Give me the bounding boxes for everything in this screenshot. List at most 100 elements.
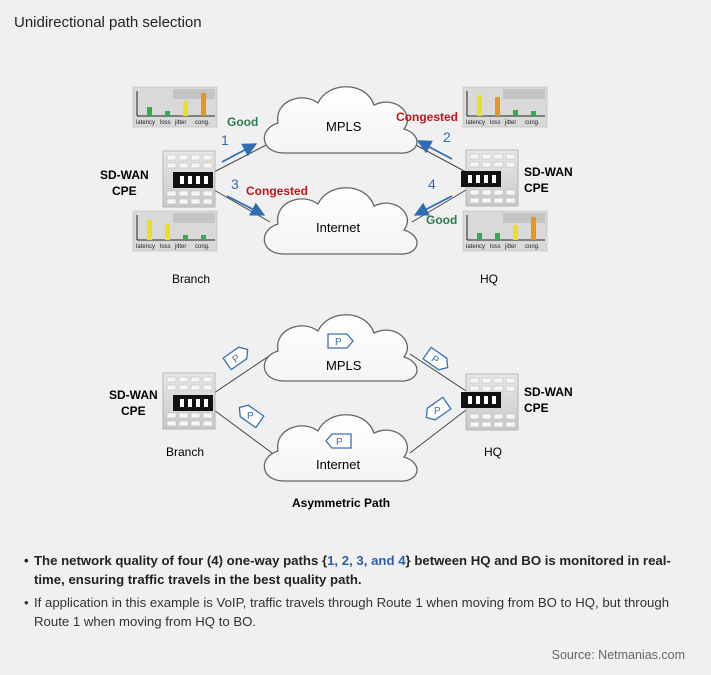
meter-3-latency-bar (147, 220, 152, 240)
meter-1-label-loss: loss (160, 120, 171, 126)
meter-3-label-loss: loss (160, 244, 171, 250)
meter-2-label-jitter: jitter (504, 120, 516, 126)
meter-4-label-loss: loss (490, 244, 501, 250)
route-3-status: Congested (246, 184, 308, 198)
packet-tag-internet-branch-label: P (247, 411, 254, 422)
internet-cloud-label: Internet (316, 220, 360, 235)
bottom-branch-cpe-device (173, 395, 213, 411)
quality-meter-route-2: latency loss jitter cong. (462, 86, 548, 128)
hq-cpe-label-line1: SD-WAN (524, 165, 573, 179)
bottom-internet-cloud-label: Internet (316, 457, 360, 472)
top-diagram: MPLS Internet SD-WAN CPE Branch SD-WAN C… (100, 86, 573, 286)
route-1-number: 1 (221, 132, 229, 148)
packet-tag-branch-mpls: P (222, 343, 253, 371)
bottom-hq-cpe-device (461, 392, 501, 408)
bottom-branch-cpe-label-line2: CPE (121, 404, 146, 418)
meter-4-jitter-bar (513, 225, 518, 240)
route-4-arrow (413, 195, 453, 216)
hq-site-label: HQ (480, 272, 498, 286)
route-3-arrow (226, 195, 266, 216)
meter-1-loss-bar (165, 111, 170, 116)
link-hq-mpls (411, 142, 467, 173)
bottom-link-branch-internet (213, 409, 273, 454)
bottom-link-hq-mpls (409, 353, 467, 392)
branch-cpe-label-line2: CPE (112, 184, 137, 198)
meter-2-latency-bar (477, 95, 482, 116)
meter-4-cong-bar (531, 217, 536, 240)
note-item-monitoring: The network quality of four (4) one-way … (24, 551, 694, 589)
meter-2-label-loss: loss (490, 120, 501, 126)
meter-1-latency-bar (147, 107, 152, 116)
route-3-number: 3 (231, 176, 239, 192)
route-2-number: 2 (443, 129, 451, 145)
packet-tag-label: P (335, 337, 342, 348)
link-branch-mpls (213, 142, 271, 173)
mpls-cloud: MPLS (263, 86, 418, 154)
route-2-arrow (416, 140, 453, 160)
route-1-arrow (221, 143, 258, 163)
meter-3-jitter-bar (183, 235, 188, 240)
meter-4-label-jitter: jitter (504, 244, 516, 250)
route-4-status: Good (426, 213, 457, 227)
packet-tag-internet-label: P (336, 437, 343, 448)
quality-meter-route-3: latency loss jitter cong. (132, 210, 218, 252)
bottom-branch-cpe-label-line1: SD-WAN (109, 388, 158, 402)
mpls-cloud-label: MPLS (326, 119, 362, 134)
bottom-hq-site-label: HQ (484, 445, 502, 459)
bottom-mpls-cloud-label: MPLS (326, 358, 362, 373)
link-hq-internet (411, 189, 467, 223)
meter-3-label-latency: latency (136, 244, 155, 250)
branch-site-label: Branch (172, 272, 210, 286)
branch-cpe-label-line1: SD-WAN (100, 168, 149, 182)
meter-4-loss-bar (495, 233, 500, 240)
bottom-hq-cpe-label-line1: SD-WAN (524, 385, 573, 399)
quality-meter-route-4: latency loss jitter cong. (462, 210, 548, 252)
page-title: Unidirectional path selection (14, 14, 202, 31)
meter-1-label-jitter: jitter (174, 120, 186, 126)
note-1-highlight: 1, 2, 3, and 4 (327, 553, 406, 568)
meter-1-label-latency: latency (136, 120, 155, 126)
bottom-link-branch-mpls (213, 353, 273, 394)
route-1-status: Good (227, 115, 258, 129)
hq-cpe-device (461, 171, 501, 187)
meter-3-cong-bar (201, 235, 206, 240)
bottom-diagram: MPLS Internet SD-WAN CPE Branch SD-WAN C… (109, 314, 573, 510)
packet-tag-mpls: P (327, 333, 354, 349)
meter-3-label-cong: cong. (195, 244, 210, 250)
bottom-internet-cloud: Internet (263, 414, 418, 482)
meter-1-label-cong: cong. (195, 120, 210, 126)
meter-2-label-latency: latency (466, 120, 485, 126)
note-1-text-start: The network quality of four (4) one-way … (34, 553, 328, 568)
meter-2-loss-bar (495, 97, 500, 116)
quality-meter-route-1: latency loss jitter cong. (132, 86, 218, 128)
meter-2-label-cong: cong. (525, 120, 540, 126)
meter-2-cong-bar (531, 111, 536, 116)
asymmetric-path-caption: Asymmetric Path (292, 496, 390, 510)
notes-list: The network quality of four (4) one-way … (24, 551, 694, 631)
branch-cpe-device (173, 172, 213, 188)
bottom-hq-cpe-label-line2: CPE (524, 401, 549, 415)
note-item-voip: If application in this example is VoIP, … (24, 593, 694, 631)
bottom-mpls-cloud: MPLS (263, 314, 418, 382)
meter-3-label-jitter: jitter (174, 244, 186, 250)
meter-3-loss-bar (165, 224, 170, 240)
source-credit: Source: Netmanias.com (551, 648, 685, 662)
internet-cloud: Internet (263, 187, 418, 255)
meter-1-cong-bar (201, 93, 206, 116)
meter-2-jitter-bar (513, 110, 518, 116)
link-branch-internet (213, 189, 271, 223)
hq-cpe-label-line2: CPE (524, 181, 549, 195)
meter-1-jitter-bar (183, 101, 188, 116)
route-2-status: Congested (396, 110, 458, 124)
note-2-text: If application in this example is VoIP, … (34, 595, 670, 629)
meter-4-label-latency: latency (466, 244, 485, 250)
note-1-text-end: } between HQ and BO is monitored in real… (34, 553, 671, 587)
meter-4-latency-bar (477, 233, 482, 240)
meter-4-label-cong: cong. (525, 244, 540, 250)
bottom-link-hq-internet (409, 409, 467, 454)
bottom-branch-site-label: Branch (166, 445, 204, 459)
route-4-number: 4 (428, 176, 436, 192)
diagram-canvas: MPLS Internet SD-WAN CPE Branch SD-WAN C… (100, 86, 573, 510)
packet-tag-hq-internet-label: P (434, 406, 441, 417)
packet-tag-mpls-hq: P (422, 346, 453, 374)
